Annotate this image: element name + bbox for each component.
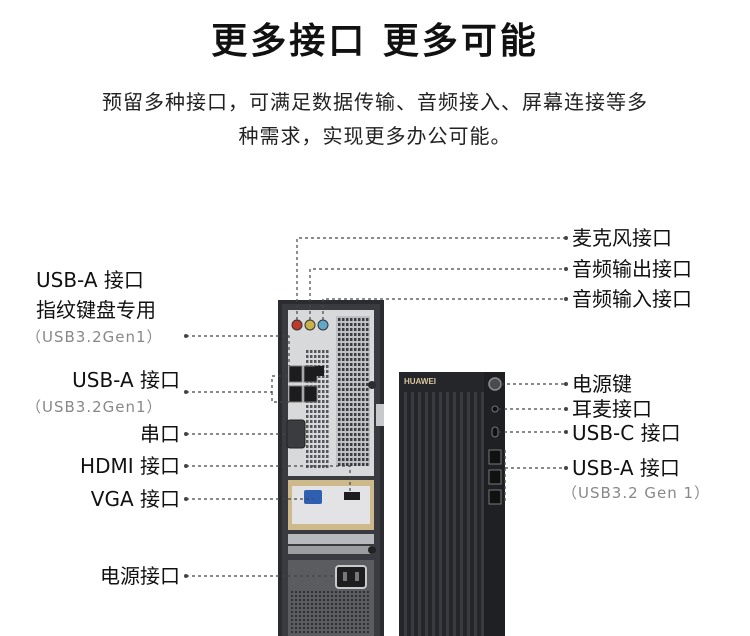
- page-heading: 更多接口 更多可能: [211, 21, 539, 62]
- label-vga: VGA 接口: [90, 487, 180, 511]
- label-mic: 麦克风接口: [572, 226, 672, 250]
- front-chassis: HUAWEI: [399, 372, 505, 636]
- label-usb-c: USB-C 接口: [572, 421, 681, 445]
- label-power-port: 电源接口: [100, 564, 180, 588]
- label-hdmi: HDMI 接口: [80, 454, 180, 478]
- usb-a-fingerprint-port: [288, 365, 303, 383]
- audio-in-port: [317, 319, 329, 331]
- mic-port: [291, 319, 303, 331]
- psu-vent: [290, 590, 370, 634]
- brand-logo: HUAWEI: [404, 377, 436, 386]
- hdmi-port: [344, 492, 360, 500]
- description-line-1: 预留多种接口，可满足数据传输、音频接入、屏幕连接等多: [102, 90, 648, 114]
- usb-c-port: [491, 426, 499, 438]
- usb-a-port: [288, 385, 303, 403]
- label-usb-a: USB-A 接口: [72, 368, 180, 392]
- serial-port: [286, 419, 306, 449]
- description-line-2: 种需求，实现更多办公可能。: [238, 124, 512, 148]
- leader-lines: [186, 237, 566, 577]
- power-key: [488, 377, 502, 391]
- front-usb-a-port-3: [488, 489, 502, 505]
- headset-port: [491, 405, 499, 413]
- label-front-usb-a: USB-A 接口: [572, 456, 680, 480]
- audio-out-port: [304, 319, 316, 331]
- label-usb-a-fingerprint: USB-A 接口: [36, 268, 144, 292]
- label-audio-in: 音频输入接口: [572, 287, 692, 311]
- label-fingerprint-keyboard: 指纹键盘专用: [36, 298, 156, 322]
- vga-port: [304, 490, 322, 504]
- rear-chassis: [278, 300, 384, 636]
- spec-front-usb-a: （USB3.2 Gen 1）: [562, 484, 711, 502]
- label-headset: 耳麦接口: [572, 397, 652, 421]
- label-audio-out: 音频输出接口: [572, 257, 692, 281]
- label-serial: 串口: [140, 422, 180, 446]
- spec-usb-a: （USB3.2Gen1）: [26, 398, 163, 416]
- front-usb-a-port-2: [488, 469, 502, 485]
- power-port: [335, 565, 367, 589]
- spec-usb-a-fingerprint: （USB3.2Gen1）: [26, 328, 163, 346]
- front-usb-a-port-1: [488, 449, 502, 465]
- leader-dots: [184, 236, 568, 578]
- label-power-key: 电源键: [572, 372, 632, 396]
- front-slats: [404, 392, 484, 636]
